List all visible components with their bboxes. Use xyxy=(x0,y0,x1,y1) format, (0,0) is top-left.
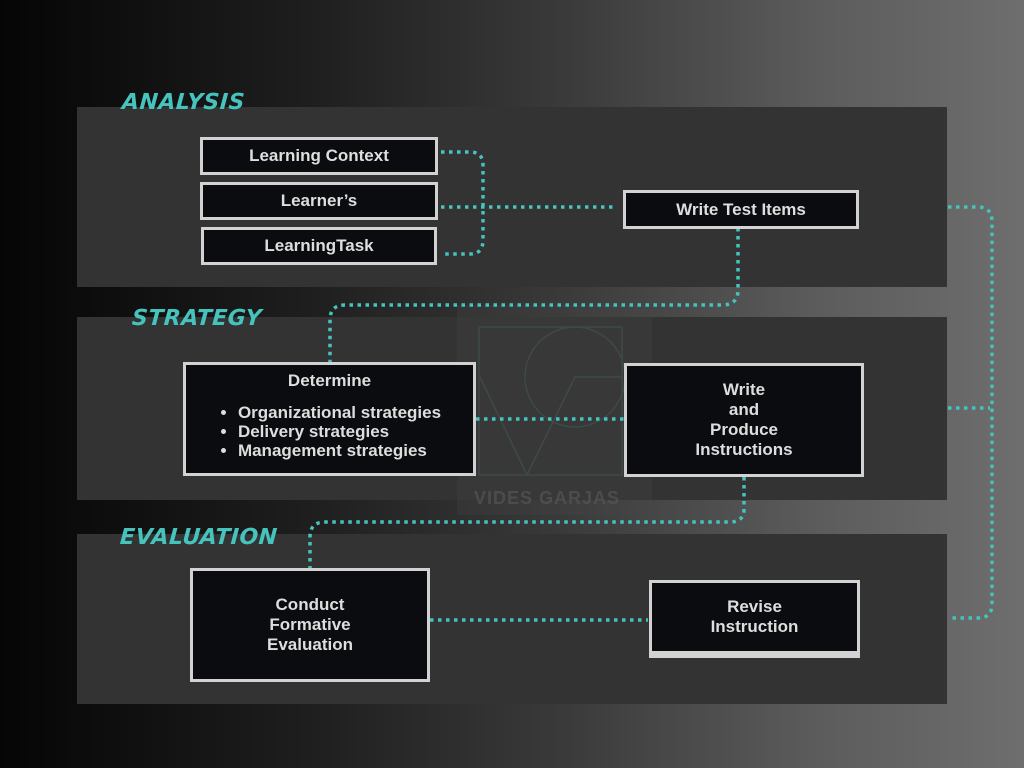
watermark-logo xyxy=(457,305,652,515)
connector-context xyxy=(441,150,485,256)
watermark-text: VIDES GARJAS xyxy=(474,488,621,508)
determine-heading: Determine xyxy=(287,371,372,390)
strategy-item: Management strategies xyxy=(238,441,441,460)
section-title-strategy: STRATEGY xyxy=(131,306,263,331)
section-title-analysis: ANALYSIS xyxy=(121,90,246,115)
box-produce-instructions: Write and Produce Instructions xyxy=(624,363,864,477)
box-label: LearningTask xyxy=(264,236,374,255)
box-formative-evaluation: Conduct Formative Evaluation xyxy=(190,568,430,682)
strategy-item: Organizational strategies xyxy=(238,403,441,422)
box-learners: Learner’s xyxy=(200,182,438,220)
box-label-line: Write xyxy=(722,380,766,399)
box-label-line: Conduct xyxy=(275,595,345,614)
box-label-line: Revise xyxy=(727,597,782,616)
box-learning-task: LearningTask xyxy=(201,227,437,265)
box-label-line: Instructions xyxy=(695,440,793,459)
box-revise-instruction: Revise Instruction xyxy=(649,580,860,658)
section-title-evaluation: EVALUATION xyxy=(119,525,279,550)
box-label: Learner’s xyxy=(280,191,358,210)
box-label: Write Test Items xyxy=(676,199,806,219)
connector-test-determine xyxy=(328,228,740,362)
box-determine: Determine Organizational strategies Deli… xyxy=(183,362,476,476)
strategy-item: Delivery strategies xyxy=(238,422,441,441)
box-label-line: and xyxy=(728,400,760,419)
box-label-line: Evaluation xyxy=(267,635,353,654)
box-label: Learning Context xyxy=(249,146,389,165)
box-label-line: Instruction xyxy=(710,617,799,636)
connector-produce-formative xyxy=(308,477,746,568)
box-label-line: Produce xyxy=(709,420,779,439)
strategy-list: Organizational strategies Delivery strat… xyxy=(218,403,441,460)
connector-feedback-loop xyxy=(948,205,994,620)
box-learning-context: Learning Context xyxy=(200,137,438,175)
box-write-test-items: Write Test Items xyxy=(623,190,859,229)
box-label-line: Formative xyxy=(269,615,351,634)
